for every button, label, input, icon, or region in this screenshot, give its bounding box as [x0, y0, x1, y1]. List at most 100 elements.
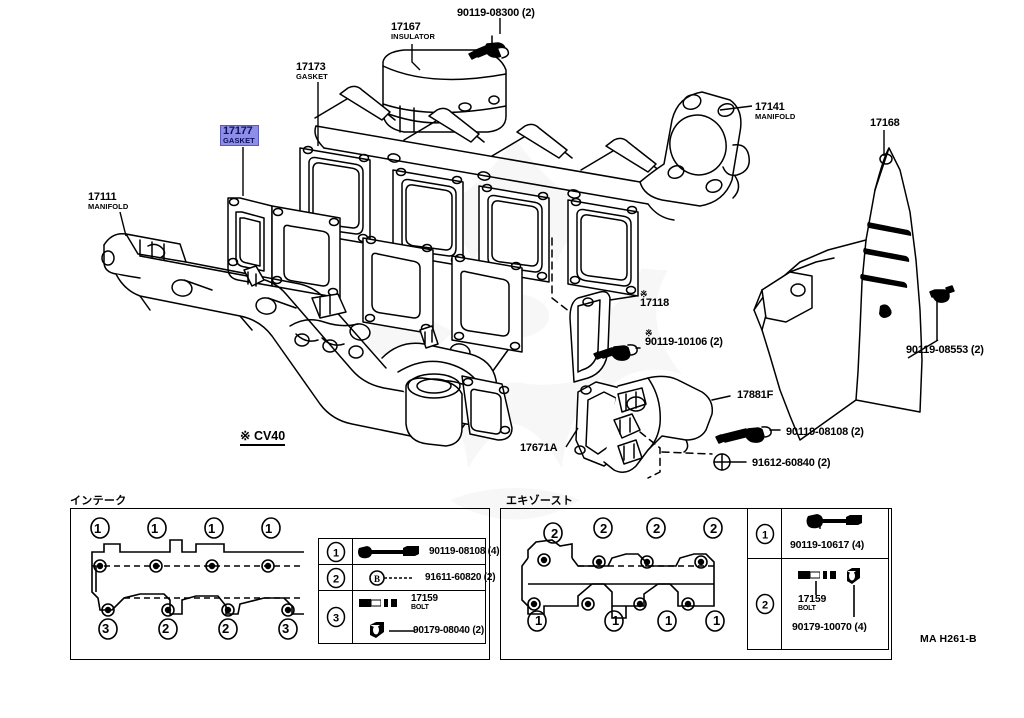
intake-gasket-schematic [91, 539, 304, 617]
svg-text:3: 3 [332, 613, 338, 625]
stud-b-icon: B [369, 570, 413, 586]
exhaust-legend-row-2: 2 17159 BOLT [748, 559, 888, 649]
callout-number: 90119-08553 (2) [906, 344, 984, 356]
callout-number: 17167 [391, 21, 421, 33]
callout-17141-manifold: 17141 MANIFOLD [755, 101, 796, 122]
exhaust-marker-bot-1: 1 [535, 613, 543, 628]
intake-row-mark-3: 3 [319, 591, 353, 643]
reference-star-icon: ※ [640, 289, 648, 299]
circled-two-icon: 2 [755, 593, 774, 615]
callout-sublabel: GASKET [223, 136, 255, 146]
callout-17177-gasket-highlighted[interactable]: 17177 GASKET [220, 125, 259, 148]
svg-text:2: 2 [761, 600, 767, 612]
exhaust-marker-top-3: 2 [653, 521, 661, 536]
intake-part-3a-sub: BOLT [411, 604, 429, 611]
callout-90119-08300: 90119-08300 (2) [457, 7, 535, 19]
callout-17173-gasket: 17173 GASKET [296, 61, 328, 82]
intake-row-body-3: 17159 BOLT 90179-08040 (2) [353, 591, 485, 643]
intake-row-mark-2: 2 [319, 565, 353, 590]
intake-marker-bot-2: 2 [162, 621, 170, 636]
intake-row-body-1: 90119-08108 (4) [353, 539, 500, 564]
callout-number: 17168 [870, 117, 900, 129]
callout-number: 17881F [737, 389, 774, 401]
leader-line [815, 581, 817, 595]
callout-sublabel: MANIFOLD [88, 202, 129, 212]
circled-two-icon: 2 [326, 567, 345, 588]
intake-marker-bot-1: 3 [102, 621, 110, 636]
exhaust-part-1: 90119-10617 (4) [790, 539, 865, 551]
svg-text:1: 1 [332, 547, 338, 559]
circled-three-icon: 3 [326, 606, 345, 628]
svg-text:2: 2 [332, 573, 338, 585]
callout-number: 17671A [520, 442, 558, 454]
exhaust-marker-top-1: 2 [551, 526, 559, 541]
diagram-code: MA H261-B [920, 633, 977, 645]
callout-17167-insulator: 17167 INSULATOR [391, 21, 435, 42]
intake-section-label: インテーク [70, 495, 127, 507]
cv40-note: ※ CV40 [240, 428, 286, 446]
callout-number: 17177 [223, 125, 253, 137]
intake-legend-row-2: 2 B 91611-60820 (2) [319, 565, 496, 591]
leader-line [853, 585, 855, 617]
exhaust-legend-row-1: 1 90119-10617 (4) [748, 509, 888, 559]
circled-one-icon: 1 [755, 523, 774, 544]
intake-legend-row-3: 3 17159 BOLT 90179 [319, 591, 485, 643]
exhaust-part-2b: 90179-10070 (4) [792, 621, 867, 633]
exhaust-row-body-1: 90119-10617 (4) [782, 509, 888, 558]
intake-marker-bot-3: 2 [222, 621, 230, 636]
exhaust-row-body-2: 17159 BOLT 90179-10070 (4) [782, 559, 888, 649]
callout-number: 90119-08300 (2) [457, 7, 535, 19]
callout-number: 90119-08108 (2) [786, 426, 864, 438]
callout-17118-bracket: ※ 17118 [640, 289, 669, 310]
exhaust-legend-panel [500, 508, 892, 660]
exhaust-part-2a: 17159 BOLT [798, 593, 826, 612]
short-bolt-icon [798, 570, 836, 580]
exhaust-part-2a-sub: BOLT [798, 605, 816, 612]
exhaust-marker-bot-2: 1 [612, 613, 620, 628]
callout-90119-10106: ※ 90119-10106 (2) [645, 328, 723, 349]
svg-text:1: 1 [761, 529, 767, 541]
intake-row-mark-1: 1 [319, 539, 353, 564]
intake-part-3a-number: 17159 [411, 593, 438, 604]
callout-number: 17173 [296, 61, 326, 73]
intake-marker-top-3: 1 [208, 521, 216, 536]
callout-17671A: 17671A [520, 442, 558, 454]
intake-part-2: 91611-60820 (2) [425, 572, 496, 583]
svg-text:B: B [374, 574, 380, 584]
callout-91612-60840: 91612-60840 (2) [752, 457, 831, 469]
intake-marker-top-4: 1 [265, 521, 273, 536]
callout-90119-08108: 90119-08108 (2) [786, 426, 864, 438]
exhaust-gasket-schematic [521, 539, 715, 619]
intake-part-3b: 90179-08040 (2) [413, 625, 484, 636]
intake-legend-panel [70, 508, 490, 660]
callout-number: 17111 [88, 191, 117, 203]
circled-one-icon: 1 [326, 541, 345, 562]
callout-number: 17141 [755, 101, 785, 113]
intake-legend-row-1: 1 90119-08108 (4) [319, 539, 500, 565]
reference-star-icon: ※ [645, 328, 653, 338]
long-bolt-icon [358, 546, 419, 559]
exhaust-marker-top-4: 2 [710, 521, 718, 536]
short-bolt-icon [359, 598, 397, 608]
exhaust-section-label: エキゾースト [506, 495, 574, 507]
callout-17111-manifold: 17111 MANIFOLD [88, 191, 129, 212]
exhaust-legend-table: 1 90119-10617 (4) 2 [747, 508, 889, 650]
callout-sublabel: INSULATOR [391, 32, 435, 42]
exhaust-marker-bot-4: 1 [713, 613, 721, 628]
exhaust-marker-top-2: 2 [600, 521, 608, 536]
intake-marker-top-1: 1 [94, 521, 102, 536]
long-bolt-icon [806, 514, 862, 529]
exhaust-marker-bot-3: 1 [665, 613, 673, 628]
exhaust-row-mark-1: 1 [748, 509, 782, 558]
leader-line [389, 630, 415, 632]
callout-number: 17118 [640, 297, 669, 310]
callout-number: 90119-10106 (2) [645, 336, 723, 349]
callout-sublabel: MANIFOLD [755, 112, 796, 122]
intake-legend-table: 1 90119-08108 (4) 2 [318, 538, 500, 644]
nut-icon [847, 568, 860, 584]
callout-17881F: 17881F [737, 389, 774, 401]
callout-sublabel: GASKET [296, 72, 328, 82]
exhaust-part-2a-number: 17159 [798, 593, 827, 605]
